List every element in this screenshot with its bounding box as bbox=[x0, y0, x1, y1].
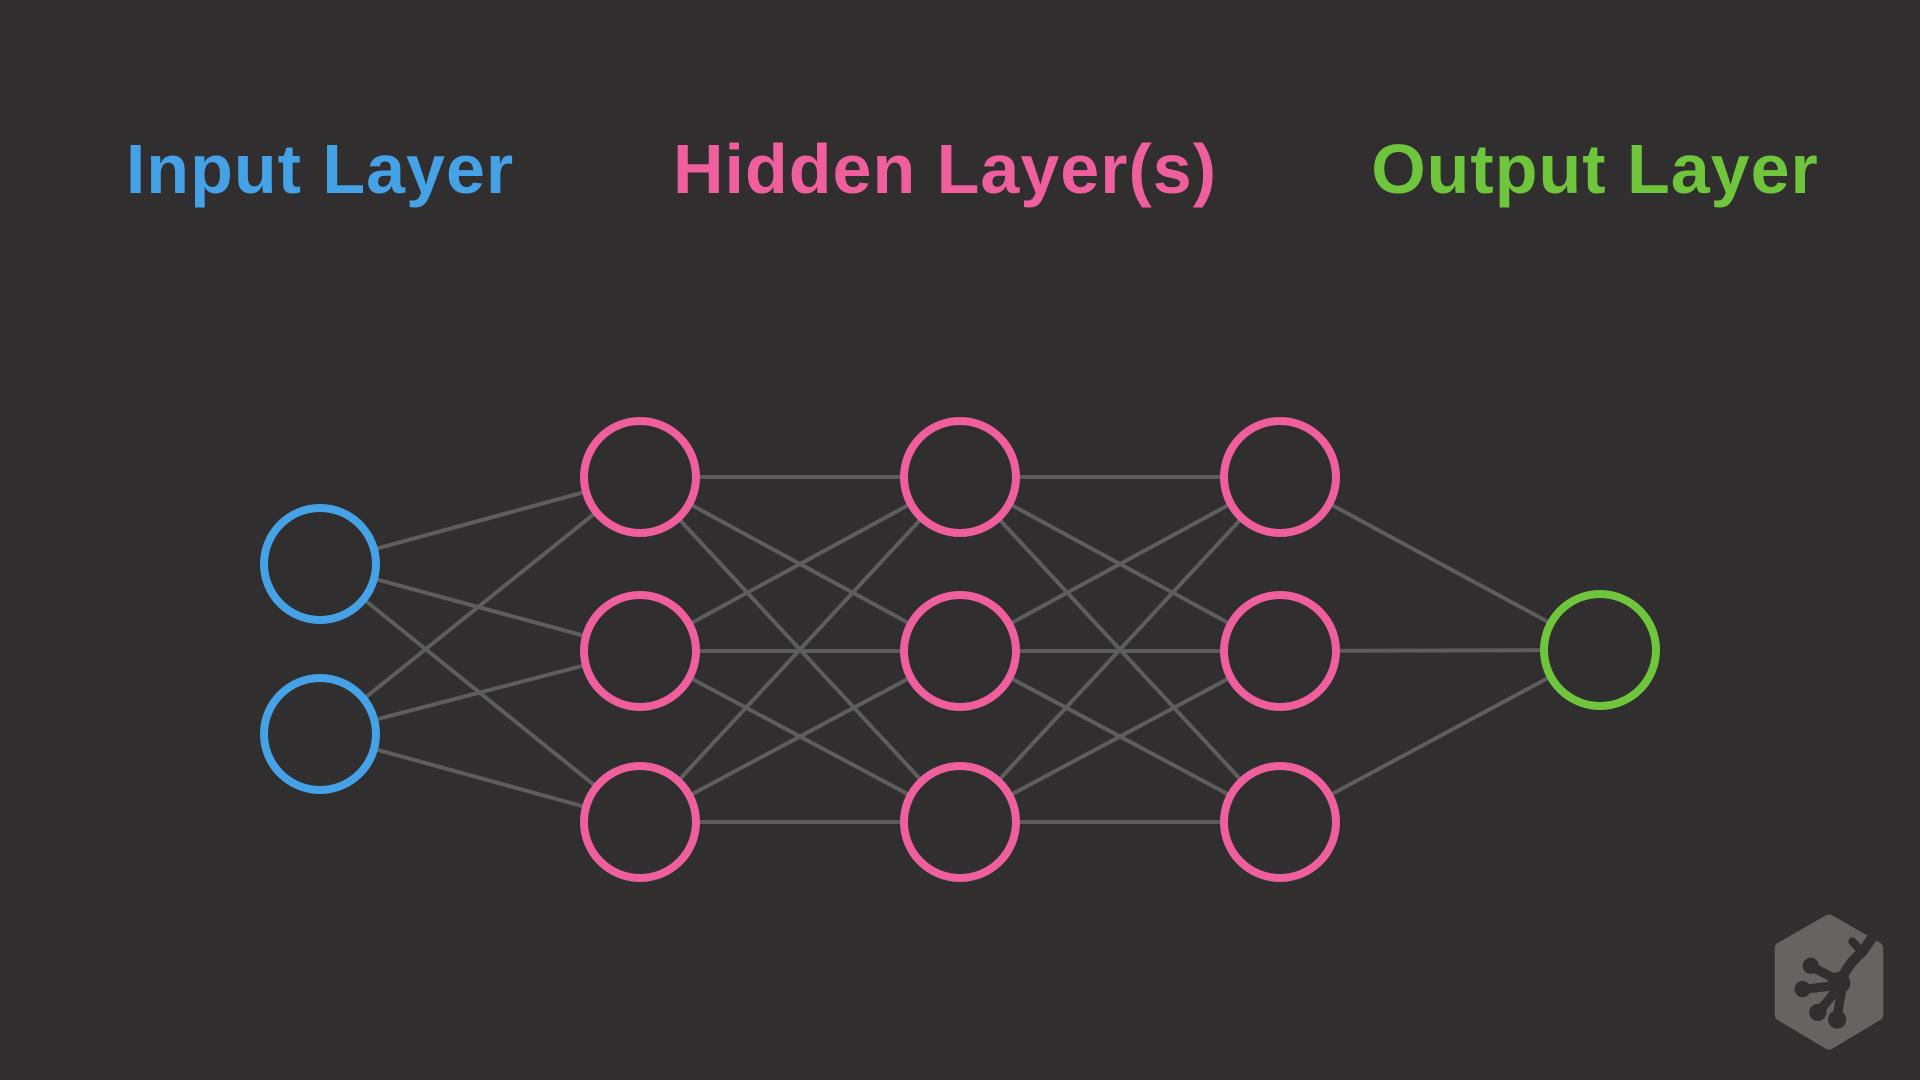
hidden-layer-label: Hidden Layer(s) bbox=[673, 130, 1217, 208]
edge-hidden-layer-3-to-output-layer bbox=[1279, 648, 1601, 824]
logo-frog-foot bbox=[1794, 930, 1879, 1029]
hidden-layer-2-node-2 bbox=[900, 591, 1020, 711]
edge-hidden-layer-1-to-hidden-layer-2 bbox=[639, 475, 961, 653]
output-layer-label: Output Layer bbox=[1371, 130, 1819, 208]
hidden-layer-2-node-1 bbox=[900, 417, 1020, 537]
edge-input-layer-to-hidden-layer-1 bbox=[318, 475, 642, 736]
edge-hidden-layer-3-to-output-layer bbox=[1279, 475, 1601, 652]
output-layer-node-1 bbox=[1540, 590, 1660, 710]
input-layer-label: Input Layer bbox=[125, 130, 515, 208]
input-layer-node-2 bbox=[260, 674, 380, 794]
edge-hidden-layer-1-to-hidden-layer-2 bbox=[638, 475, 962, 824]
hidden-layer-3-node-3 bbox=[1220, 762, 1340, 882]
hidden-layer-1-node-3 bbox=[580, 762, 700, 882]
input-layer-node-1 bbox=[260, 504, 380, 624]
hidden-layer-1-node-2 bbox=[580, 591, 700, 711]
edge-hidden-layer-2-to-hidden-layer-3 bbox=[958, 475, 1282, 824]
hidden-layer-1-node-1 bbox=[580, 417, 700, 537]
edge-hidden-layer-1-to-hidden-layer-2 bbox=[639, 649, 961, 824]
treehouse-logo bbox=[1774, 914, 1884, 1050]
hidden-layer-3-node-1 bbox=[1220, 417, 1340, 537]
edge-hidden-layer-2-to-hidden-layer-3 bbox=[959, 649, 1281, 824]
edge-hidden-layer-2-to-hidden-layer-3 bbox=[959, 475, 1281, 653]
hidden-layer-2-node-3 bbox=[900, 762, 1020, 882]
hidden-layer-3-node-2 bbox=[1220, 591, 1340, 711]
